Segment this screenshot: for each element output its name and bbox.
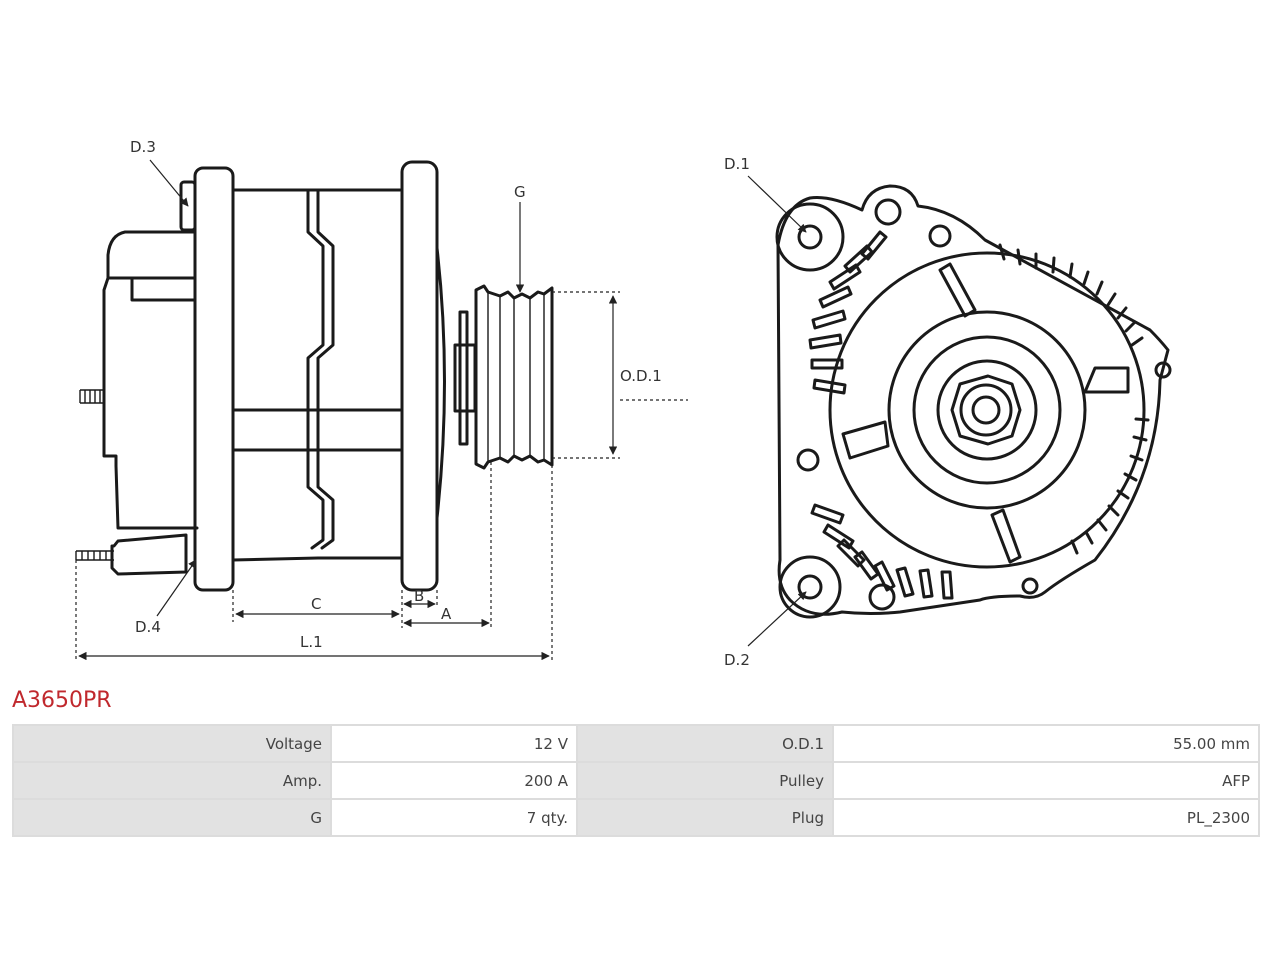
spec-value: 12 V (332, 726, 576, 761)
table-row: Amp. 200 A Pulley AFP (14, 763, 1258, 798)
mount-hole-d2 (797, 574, 823, 600)
label-od1: O.D.1 (620, 367, 662, 385)
side-dimensions (75, 159, 688, 662)
table-row: Voltage 12 V O.D.1 55.00 mm (14, 726, 1258, 761)
label-c: C (311, 595, 321, 613)
alternator-technical-drawing: D.3 D.4 G O.D.1 C B A L.1 D.1 D.2 (75, 138, 1172, 669)
label-a: A (441, 605, 452, 623)
label-g: G (514, 183, 526, 201)
spec-key: Voltage (14, 726, 330, 761)
rear-flange (193, 166, 235, 592)
terminal-stud (75, 550, 114, 561)
front-housing-outline (776, 184, 1170, 616)
spec-value: AFP (834, 763, 1258, 798)
label-d4: D.4 (135, 618, 161, 636)
spec-key: Amp. (14, 763, 330, 798)
rear-cover (102, 230, 199, 530)
label-l1: L.1 (300, 633, 323, 651)
fan-ring (828, 251, 1146, 569)
spec-value: PL_2300 (834, 800, 1258, 835)
part-number-title: A3650PR (12, 688, 112, 713)
spec-key: G (14, 800, 330, 835)
rear-stud (79, 389, 104, 404)
front-leaders (747, 175, 807, 647)
label-b: B (414, 587, 424, 605)
spec-key: Plug (578, 800, 832, 835)
spec-value: 55.00 mm (834, 726, 1258, 761)
mount-hole-d1 (797, 224, 823, 250)
spec-table: Voltage 12 V O.D.1 55.00 mm Amp. 200 A P… (12, 724, 1260, 837)
front-view (775, 184, 1172, 619)
label-d1: D.1 (724, 155, 750, 173)
table-row: G 7 qty. Plug PL_2300 (14, 800, 1258, 835)
label-d2: D.2 (724, 651, 750, 669)
spec-key: Pulley (578, 763, 832, 798)
spec-value: 200 A (332, 763, 576, 798)
spec-key: O.D.1 (578, 726, 832, 761)
pulley-nut (950, 374, 1022, 446)
side-view (75, 160, 554, 592)
label-d3: D.3 (130, 138, 156, 156)
vent-slots (808, 230, 1150, 600)
spec-value: 7 qty. (332, 800, 576, 835)
front-flange (400, 160, 439, 592)
